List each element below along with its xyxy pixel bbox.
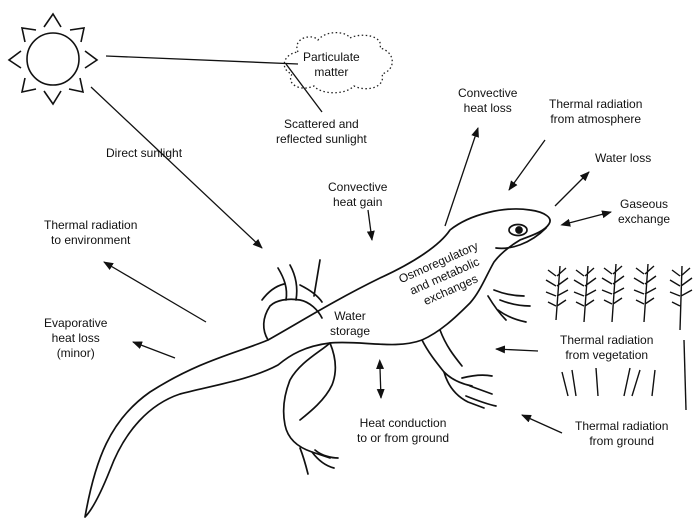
sun-icon xyxy=(9,14,97,104)
label-direct-sunlight: Direct sunlight xyxy=(106,146,182,161)
label-water-loss: Water loss xyxy=(595,151,651,166)
